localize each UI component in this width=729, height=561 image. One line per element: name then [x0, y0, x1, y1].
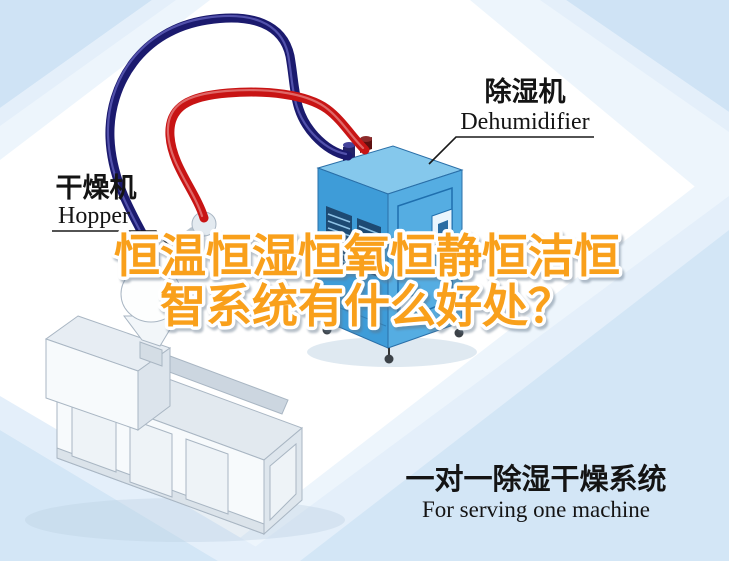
bg-topright-band — [540, 0, 729, 132]
machine-door-panel — [185, 438, 229, 515]
footer-caption-en: For serving one machine — [422, 497, 650, 522]
pipe-blue — [105, 13, 353, 252]
footer-caption: 一对一除湿干燥系统 For serving one machine — [405, 462, 666, 522]
dehumidifier-label-cn: 除湿机 — [485, 76, 566, 107]
bg-bottomright-wedge — [300, 230, 729, 561]
bg-topleft-band — [0, 0, 176, 126]
extruder-machine — [44, 315, 303, 536]
hopper-leader-line — [52, 230, 177, 255]
vent-grille-right — [357, 218, 381, 278]
dehumidifier-shadow — [307, 337, 477, 367]
vent-grille-left — [326, 206, 352, 270]
dehumidifier-unit — [316, 136, 464, 364]
machine-door-panel — [129, 418, 173, 498]
callout-dehumidifier: 除湿机 Dehumidifier — [428, 76, 594, 165]
dehumidifier-label-en: Dehumidifier — [460, 109, 589, 135]
nameplate — [399, 292, 421, 314]
headline-line1: 恒温恒湿恒氧恒静恒洁恒 — [114, 230, 620, 282]
footer-caption-cn: 一对一除湿干燥系统 — [405, 462, 666, 496]
hopper-mount — [139, 341, 163, 367]
callout-hopper: 干燥机 Hopper — [52, 173, 177, 255]
hopper-label-cn: 干燥机 — [56, 173, 137, 203]
red-pipe-highlight — [166, 88, 365, 218]
pipe-red — [165, 87, 370, 223]
control-display — [438, 220, 448, 236]
bg-bottomleft-wedge — [0, 430, 218, 561]
caster-wheels — [322, 318, 464, 364]
machine-end-panel — [269, 442, 297, 522]
blue-pipe-highlight — [106, 14, 348, 247]
headline: 恒温恒湿恒氧恒静恒洁恒 智系统有什么好处？ — [111, 227, 624, 336]
hopper-side-hose — [169, 227, 195, 245]
hopper-label-en: Hopper — [58, 203, 130, 229]
headline-line2: 智系统有什么好处？ — [160, 280, 574, 332]
side-door-outline — [397, 186, 453, 324]
dehumidifier-leader-line — [428, 136, 594, 165]
bg-bottomright-band — [236, 196, 729, 561]
drying-hopper — [120, 211, 217, 367]
front-seam — [319, 299, 387, 327]
